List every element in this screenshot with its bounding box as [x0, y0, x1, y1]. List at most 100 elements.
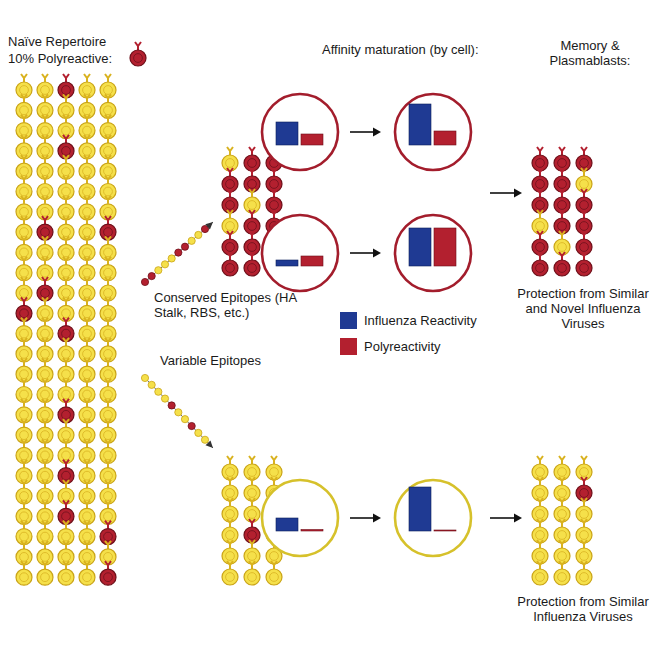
cell-nucleus — [104, 106, 113, 115]
antibody — [105, 379, 111, 387]
b-cell — [37, 236, 53, 260]
polyreactive-cell — [576, 189, 592, 213]
cell-body — [16, 184, 32, 200]
cell-body — [79, 265, 95, 281]
polyreactive-cell — [37, 216, 53, 240]
cell-nucleus — [20, 512, 29, 521]
cell-body — [16, 508, 32, 524]
antibody — [227, 231, 233, 239]
cell-body — [576, 464, 592, 480]
cell-nucleus — [104, 471, 113, 480]
antibody — [42, 216, 48, 224]
cell-body — [16, 326, 32, 342]
cell-body — [554, 197, 570, 213]
epitope-dot — [161, 395, 168, 402]
influenza-bar — [409, 228, 431, 266]
antibody — [42, 94, 48, 102]
antibody — [581, 252, 587, 260]
polyreactive-cell — [58, 74, 74, 98]
polyreactive-cell — [554, 210, 570, 234]
cell-body — [532, 527, 548, 543]
b-cell — [79, 196, 95, 220]
antibody — [84, 399, 90, 407]
cell-nucleus — [41, 512, 50, 521]
cell-body — [58, 204, 74, 220]
polyreactive-cell — [554, 147, 570, 171]
cell-body — [16, 102, 32, 118]
b-cell — [16, 216, 32, 240]
cell-nucleus — [226, 159, 235, 168]
b-cell — [266, 561, 282, 585]
cell-nucleus — [83, 573, 92, 582]
b-cell — [37, 297, 53, 321]
antibody — [537, 168, 543, 176]
cell-body — [37, 326, 53, 342]
cell-nucleus — [41, 309, 50, 318]
cell-nucleus — [558, 222, 567, 231]
cell-nucleus — [580, 510, 589, 519]
b-cell — [244, 189, 260, 213]
polyreactive-cell — [576, 147, 592, 171]
antibody — [42, 277, 48, 285]
epitope-dot — [188, 237, 195, 244]
cell-nucleus — [104, 390, 113, 399]
epitope-dot — [181, 416, 188, 423]
epitope-label: Variable Epitopes — [160, 353, 310, 368]
cell-body — [576, 506, 592, 522]
antibody — [21, 236, 27, 244]
b-cell — [37, 318, 53, 342]
cell-nucleus — [20, 471, 29, 480]
cell-body — [79, 102, 95, 118]
cell-nucleus — [41, 289, 50, 298]
arrowhead — [514, 514, 522, 523]
cell-nucleus — [41, 410, 50, 419]
antibody — [21, 196, 27, 204]
cell-body — [554, 464, 570, 480]
cell-nucleus — [62, 329, 71, 338]
antibody — [21, 561, 27, 569]
antibody — [84, 460, 90, 468]
polyreactive-cell — [130, 42, 146, 66]
cell-body — [532, 464, 548, 480]
cell-body — [532, 506, 548, 522]
cell-body — [244, 260, 260, 276]
b-cell — [37, 358, 53, 382]
cell-nucleus — [41, 268, 50, 277]
cell-body — [532, 485, 548, 501]
cell-nucleus — [104, 329, 113, 338]
cell-nucleus — [104, 410, 113, 419]
cell-body — [16, 346, 32, 362]
cell-nucleus — [20, 147, 29, 156]
b-cell — [79, 500, 95, 524]
cell-nucleus — [62, 451, 71, 460]
b-cell — [37, 94, 53, 118]
cell-nucleus — [536, 552, 545, 561]
arrow-line — [350, 131, 375, 133]
antibody — [105, 460, 111, 468]
cell-body — [37, 407, 53, 423]
arrowhead — [514, 189, 522, 198]
cell-nucleus — [83, 512, 92, 521]
b-cell — [100, 500, 116, 524]
antibody — [537, 189, 543, 197]
antibody — [227, 147, 233, 155]
cell-nucleus — [20, 207, 29, 216]
antibody — [559, 210, 565, 218]
repertoire-label: Naïve Repertoire — [8, 34, 148, 49]
cell-body — [532, 176, 548, 192]
polyreactive-cell — [244, 168, 260, 192]
cell-body — [16, 305, 32, 321]
cell-body — [244, 506, 260, 522]
polyreactive-cell — [554, 168, 570, 192]
cell-body — [266, 176, 282, 192]
cell-nucleus — [226, 531, 235, 540]
antibody — [559, 456, 565, 464]
cell-nucleus — [104, 532, 113, 541]
b-cell — [37, 379, 53, 403]
b-cell — [79, 277, 95, 301]
cell-nucleus — [20, 167, 29, 176]
antibody — [105, 94, 111, 102]
polyreactive-cell — [222, 189, 238, 213]
b-cell — [58, 176, 74, 200]
cell-nucleus — [62, 126, 71, 135]
